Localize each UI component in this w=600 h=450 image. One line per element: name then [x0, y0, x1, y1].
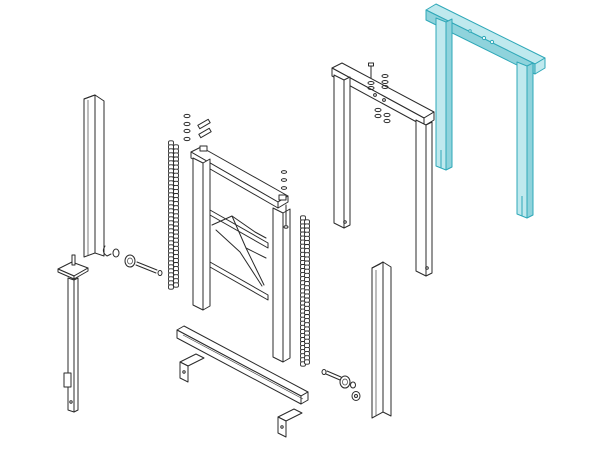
chain-link [304, 322, 310, 328]
right-vertical-post[interactable] [371, 261, 392, 419]
top-crossbeam-frame-highlighted[interactable] [425, 3, 546, 219]
left-roller-chain[interactable] [168, 140, 179, 290]
fastener-stacks [183, 62, 391, 190]
washer-stack-left-chain [183, 113, 212, 142]
chain-link [173, 282, 179, 288]
chain-link [304, 276, 310, 283]
right-roller-chain[interactable] [300, 215, 310, 367]
left-clip [102, 245, 112, 257]
bolt-stack-left [367, 62, 375, 90]
bottom-left-bracket[interactable] [179, 353, 205, 383]
top-crossbeam-frame-gray[interactable] [331, 62, 435, 277]
bottom-channel-beam[interactable] [176, 325, 309, 405]
right-sprocket-assembly[interactable] [321, 369, 361, 401]
chain-link [304, 252, 310, 258]
chain-link [304, 227, 310, 233]
chain-link [304, 297, 310, 303]
washer-stack-center [280, 170, 288, 190]
bolt-stack-right [381, 74, 389, 89]
small-bolt-center [283, 204, 289, 229]
central-a-frame[interactable] [190, 145, 291, 363]
nut-stack-under-beam [374, 107, 391, 124]
bottom-right-bracket[interactable] [277, 408, 303, 438]
left-vertical-post[interactable] [83, 94, 105, 258]
chain-link [304, 346, 310, 353]
left-base-stand[interactable] [57, 254, 89, 413]
chain-link [304, 359, 310, 365]
left-sprocket-assembly[interactable] [112, 248, 163, 276]
chain-link [168, 284, 174, 290]
